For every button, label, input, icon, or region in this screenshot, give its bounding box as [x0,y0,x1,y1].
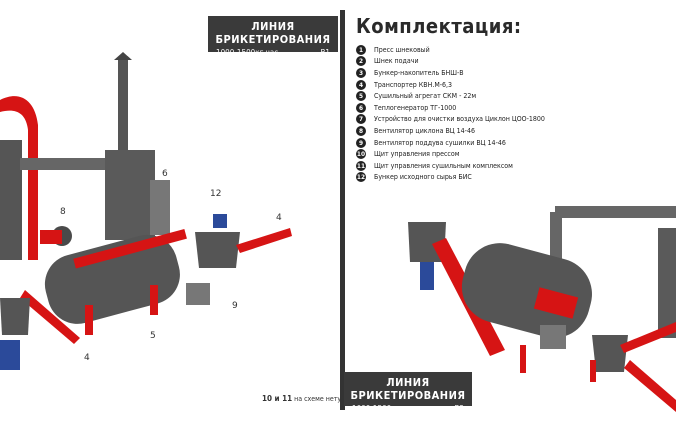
list-text: Теплогенератор ТГ-1000 [374,103,457,112]
line-title-b2-name: ЛИНИЯ БРИКЕТИРОВАНИЯ [350,376,466,402]
list-text: Транспортер КВН.М-6,3 [374,80,453,89]
list-number: 10 [356,149,366,160]
list-item: 6 Теплогенератор ТГ-1000 [356,102,586,114]
cyclone-fan-duct [40,230,62,244]
line-title-b1-variant: В1 [320,48,330,57]
scheme-note: 10 и 11 на схеме нету [262,394,341,403]
callout-4-top: 4 [276,213,282,223]
dryer-outlet-right [533,287,579,319]
line-title-b2-meta: 1000-1500кг час. В2 [344,404,472,413]
line-title-b2: ЛИНИЯ БРИКЕТИРОВАНИЯ 1000-1500кг час. В2 [344,372,472,413]
callout-9: 9 [232,301,238,311]
list-number: 4 [356,79,366,90]
dryer-drum [44,234,180,324]
dryer-leg [85,305,93,335]
list-item: 9 Вентилятор поддува сушилки ВЦ 14-46 [356,137,586,149]
callout-8: 8 [60,207,66,217]
list-number: 7 [356,114,366,125]
line-title-b2-capacity: 1000-1500кг час. [352,404,417,413]
dryer-leg-right [590,360,596,382]
list-item: 12 Бункер исходного сырья БИС [356,172,586,184]
list-text: Пресс шнековый [374,45,430,54]
air-pipe-right [555,206,676,218]
list-item: 8 Вентилятор циклона ВЦ 14-46 [356,125,586,137]
list-text: Щит управления сушильным комплексом [374,161,513,170]
conveyor-top [236,228,292,253]
list-text: Щит управления прессом [374,150,460,159]
list-number: 2 [356,56,366,67]
list-number: 9 [356,137,366,148]
cyclone-duct-red [0,96,38,260]
list-number: 12 [356,172,366,183]
list-text: Вентилятор поддува сушилки ВЦ 14-46 [374,138,506,147]
scheme-note-prefix: 10 и 11 [262,394,293,403]
dryer-band [73,229,187,269]
list-item: 3 Бункер-накопитель БНШ-В [356,67,586,79]
line-title-b2-variant: В2 [454,404,464,413]
list-item: 5 Сушильный агрегат СКМ - 22м [356,90,586,102]
list-number: 3 [356,67,366,78]
list-item: 2 Шнек подачи [356,56,586,68]
list-item: 10 Щит управления прессом [356,148,586,160]
callout-4-bottom: 4 [84,353,90,363]
heat-generator-side [150,180,170,235]
equipment-list-heading: Комплектация: [356,14,522,38]
chimney [118,60,128,160]
dryer-leg [150,285,158,315]
line-title-b1-capacity: 1000-1500кг час. [216,48,281,57]
conveyor-bottom [20,290,80,344]
conveyor-right-3 [624,360,676,412]
list-item: 1 Пресс шнековый [356,44,586,56]
screw-press [0,340,20,370]
dryer-leg-right [520,345,526,373]
heat-generator-right [658,228,676,338]
list-number: 11 [356,160,366,171]
list-number: 6 [356,102,366,113]
bunker-motor [213,214,227,228]
list-number: 1 [356,44,366,55]
scheme-note-suffix: на схеме нету [294,395,342,403]
panel-divider [340,10,345,410]
line-title-b1-name: ЛИНИЯ БРИКЕТИРОВАНИЯ [215,20,331,46]
dryer-drum-right [461,243,592,338]
raw-material-bunker [195,232,240,268]
list-text: Устройство для очистки воздуха Циклон ЦО… [374,115,545,124]
hopper-right [592,335,628,372]
fan-stand-right [540,325,566,349]
equipment-list: 1 Пресс шнековый 2 Шнек подачи 3 Бункер-нак… [356,44,586,183]
callout-6: 6 [162,169,168,179]
list-item: 11 Щит управления сушильным комплексом [356,160,586,172]
list-number: 5 [356,91,366,102]
list-text: Шнек подачи [374,57,419,66]
chimney-cap [114,52,132,60]
storage-hopper [0,298,30,335]
callout-12: 12 [210,189,221,199]
list-text: Вентилятор циклона ВЦ 14-46 [374,126,475,135]
list-item: 4 Транспортер КВН.М-6,3 [356,79,586,91]
conveyor-right-2 [620,322,676,353]
dryer-fan-stand [186,283,210,305]
list-text: Сушильный агрегат СКМ - 22м [374,92,477,101]
cyclone-body [0,140,22,260]
press-right [420,262,434,290]
callout-5: 5 [150,331,156,341]
list-text: Бункер исходного сырья БИС [374,173,472,182]
heat-generator [105,150,155,240]
line-title-b1-meta: 1000-1500кг час. В1 [208,48,338,57]
list-text: Бункер-накопитель БНШ-В [374,68,464,77]
list-item: 7 Устройство для очистки воздуха Циклон Ц… [356,114,586,126]
list-number: 8 [356,125,366,136]
line-title-b1: ЛИНИЯ БРИКЕТИРОВАНИЯ 1000-1500кг час. В1 [208,16,338,57]
